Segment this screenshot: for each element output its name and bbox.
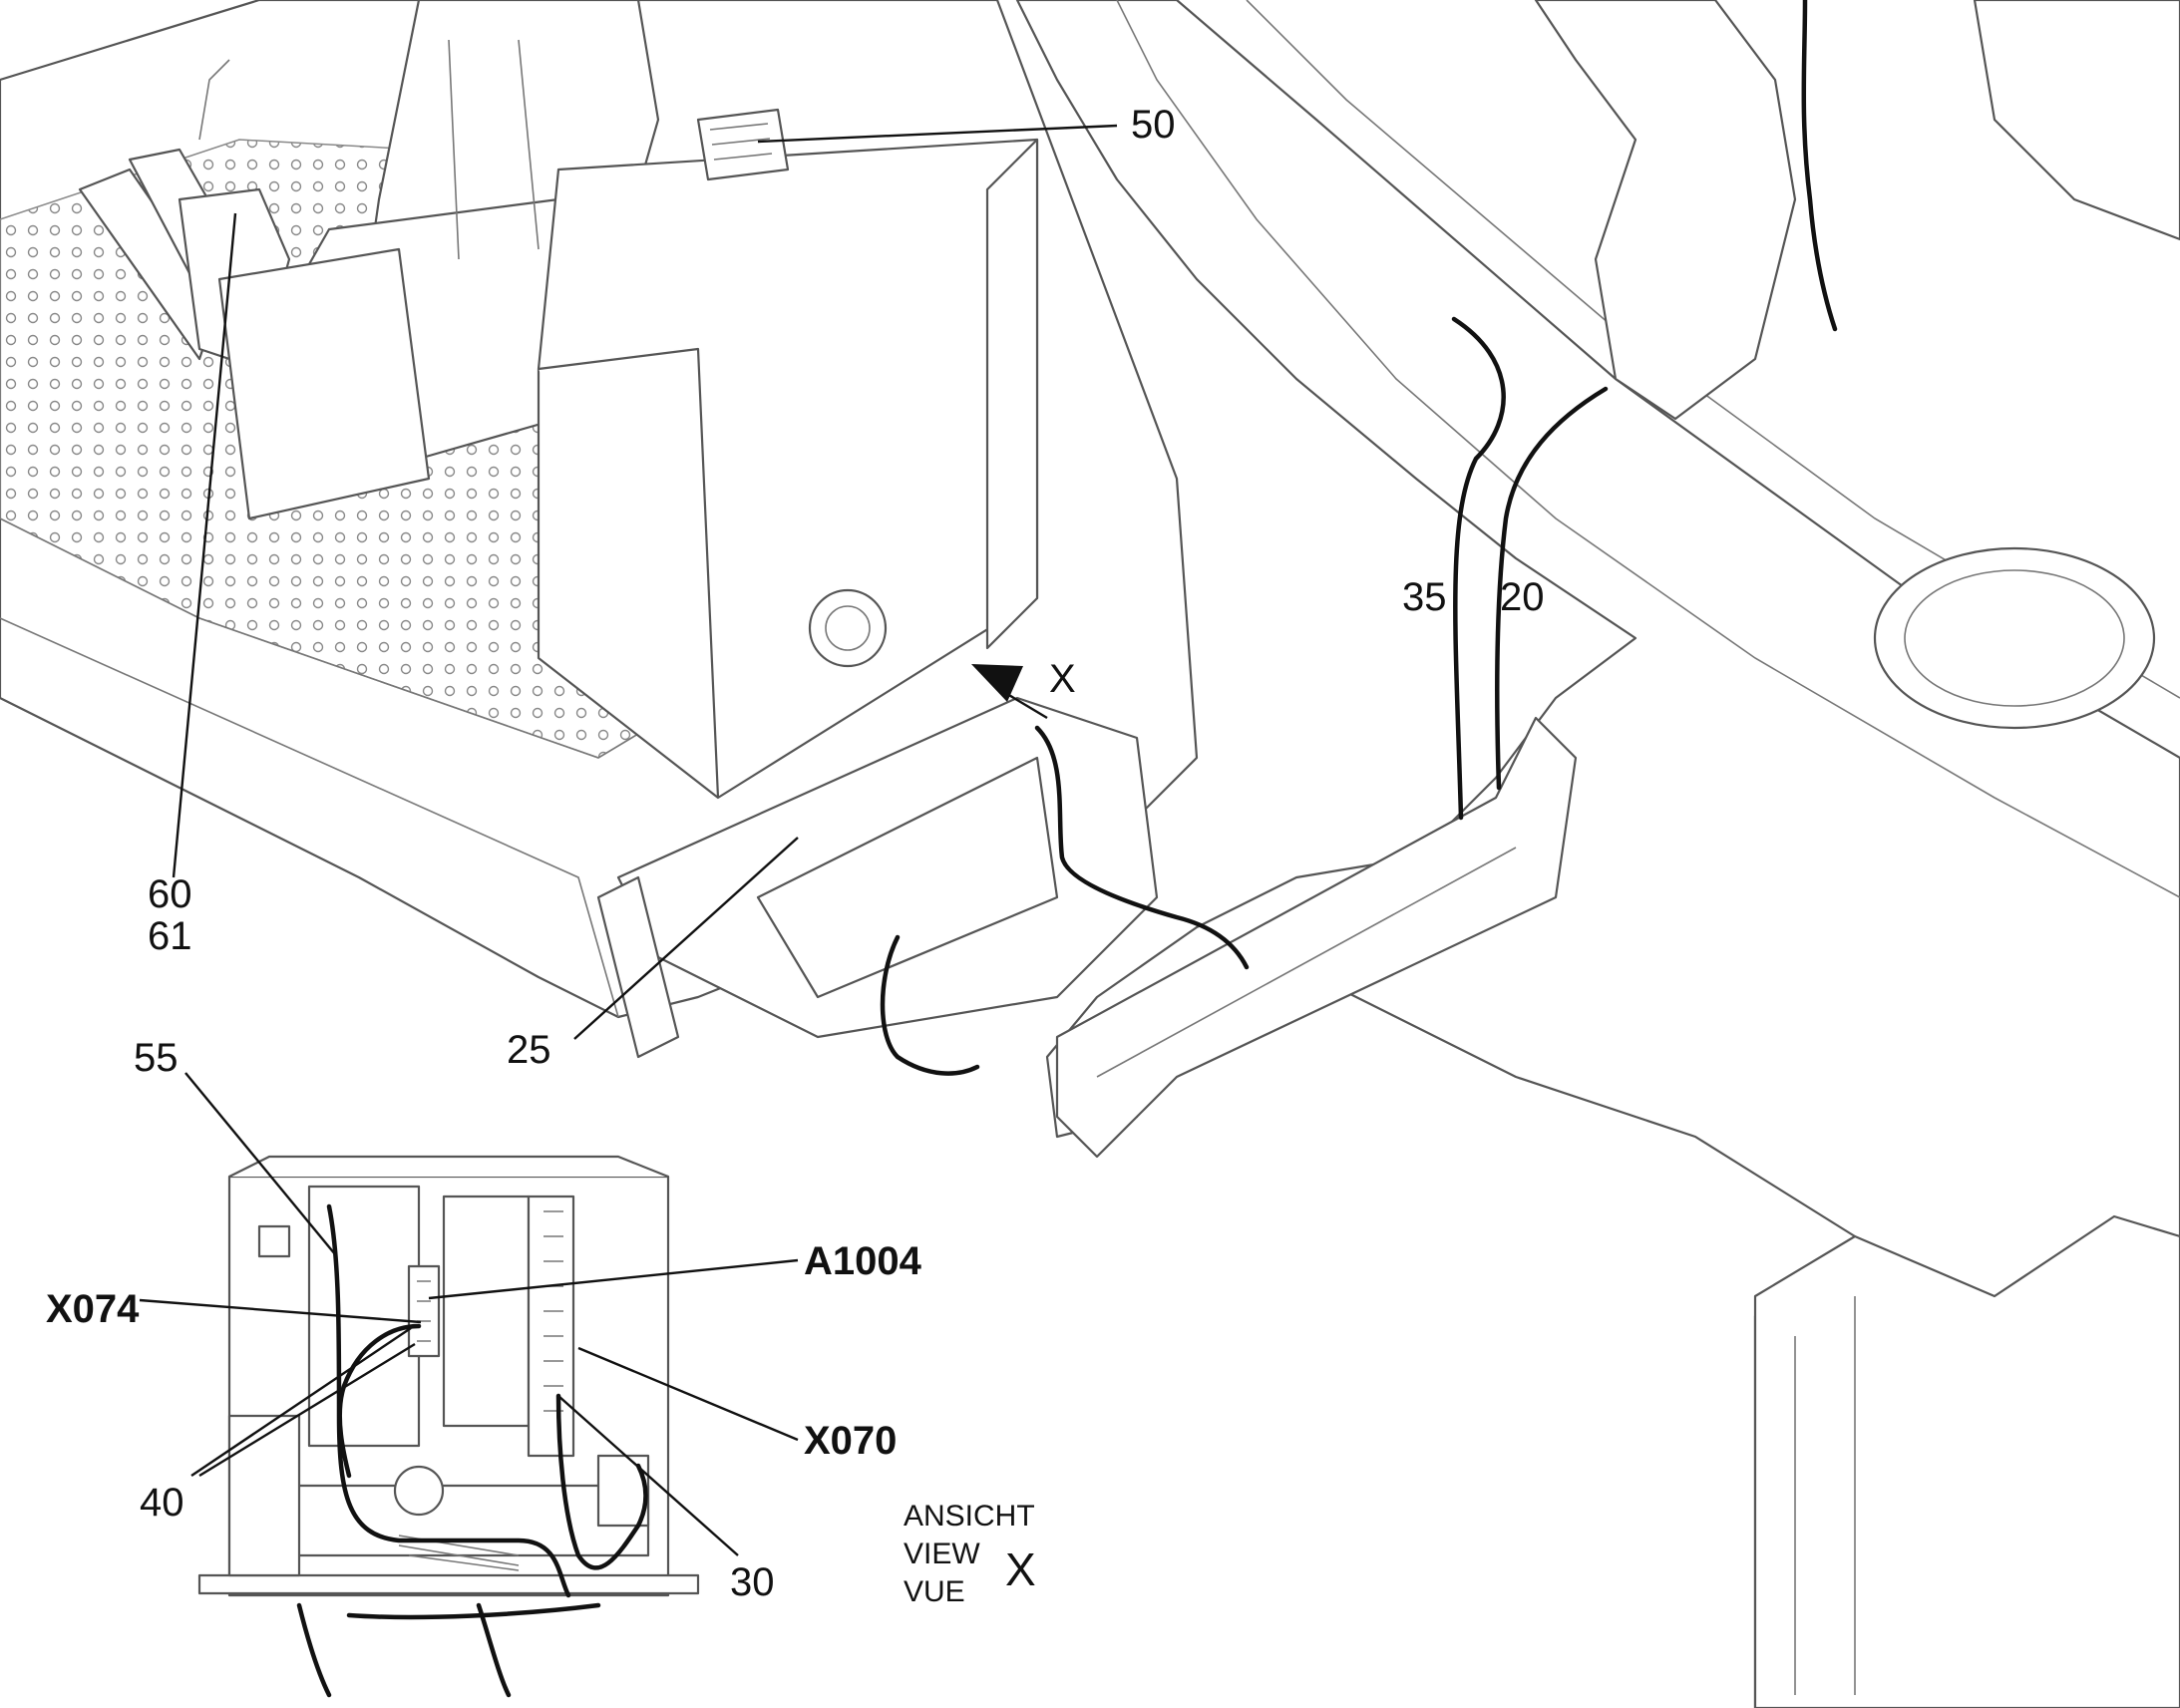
- cab-base: [596, 696, 1159, 1059]
- view-label-vue: VUE: [904, 1575, 965, 1608]
- view-label-ansicht: ANSICHT: [904, 1500, 1035, 1533]
- callout-20: 20: [1500, 575, 1545, 619]
- callout-50: 50: [1131, 103, 1176, 147]
- leader-x070: [577, 1346, 799, 1442]
- callout-60: 60: [148, 872, 192, 916]
- leader-40b: [198, 1342, 416, 1478]
- machine-frame: [1015, 0, 2180, 1708]
- view-label-view: VIEW: [904, 1537, 980, 1570]
- view-label-letter: X: [1005, 1543, 1036, 1595]
- cross-beam: [1055, 716, 1578, 1159]
- callout-61: 61: [148, 914, 192, 958]
- leader-60: [172, 212, 237, 878]
- callout-30: 30: [730, 1560, 775, 1604]
- leader-lines: [139, 124, 1118, 1556]
- view-x-arrow-head: [971, 664, 1023, 702]
- electrical-cabinet: [537, 108, 1039, 800]
- harness-cables: [880, 0, 1838, 1076]
- callout-a1004: A1004: [804, 1239, 922, 1283]
- leader-30: [557, 1395, 739, 1556]
- callout-55: 55: [134, 1036, 179, 1080]
- callout-labels: 50 35 20 X 60 61 25 55 A1004 X074 X070 4…: [46, 103, 1545, 1604]
- callout-x074: X074: [46, 1287, 140, 1331]
- leader-50: [757, 124, 1118, 144]
- leader-55: [184, 1072, 336, 1255]
- view-label: ANSICHT VIEW VUE X: [904, 1500, 1036, 1608]
- callout-x070: X070: [804, 1419, 897, 1463]
- leader-25: [573, 837, 799, 1040]
- callout-x: X: [1049, 657, 1076, 701]
- leader-x074: [139, 1298, 422, 1324]
- callout-40: 40: [140, 1481, 184, 1525]
- leader-40a: [190, 1327, 412, 1477]
- lever-console: [78, 59, 431, 520]
- leader-a1004: [428, 1258, 799, 1300]
- view-x-inset: [197, 1155, 700, 1698]
- callout-25: 25: [507, 1028, 551, 1072]
- callout-35: 35: [1402, 575, 1447, 619]
